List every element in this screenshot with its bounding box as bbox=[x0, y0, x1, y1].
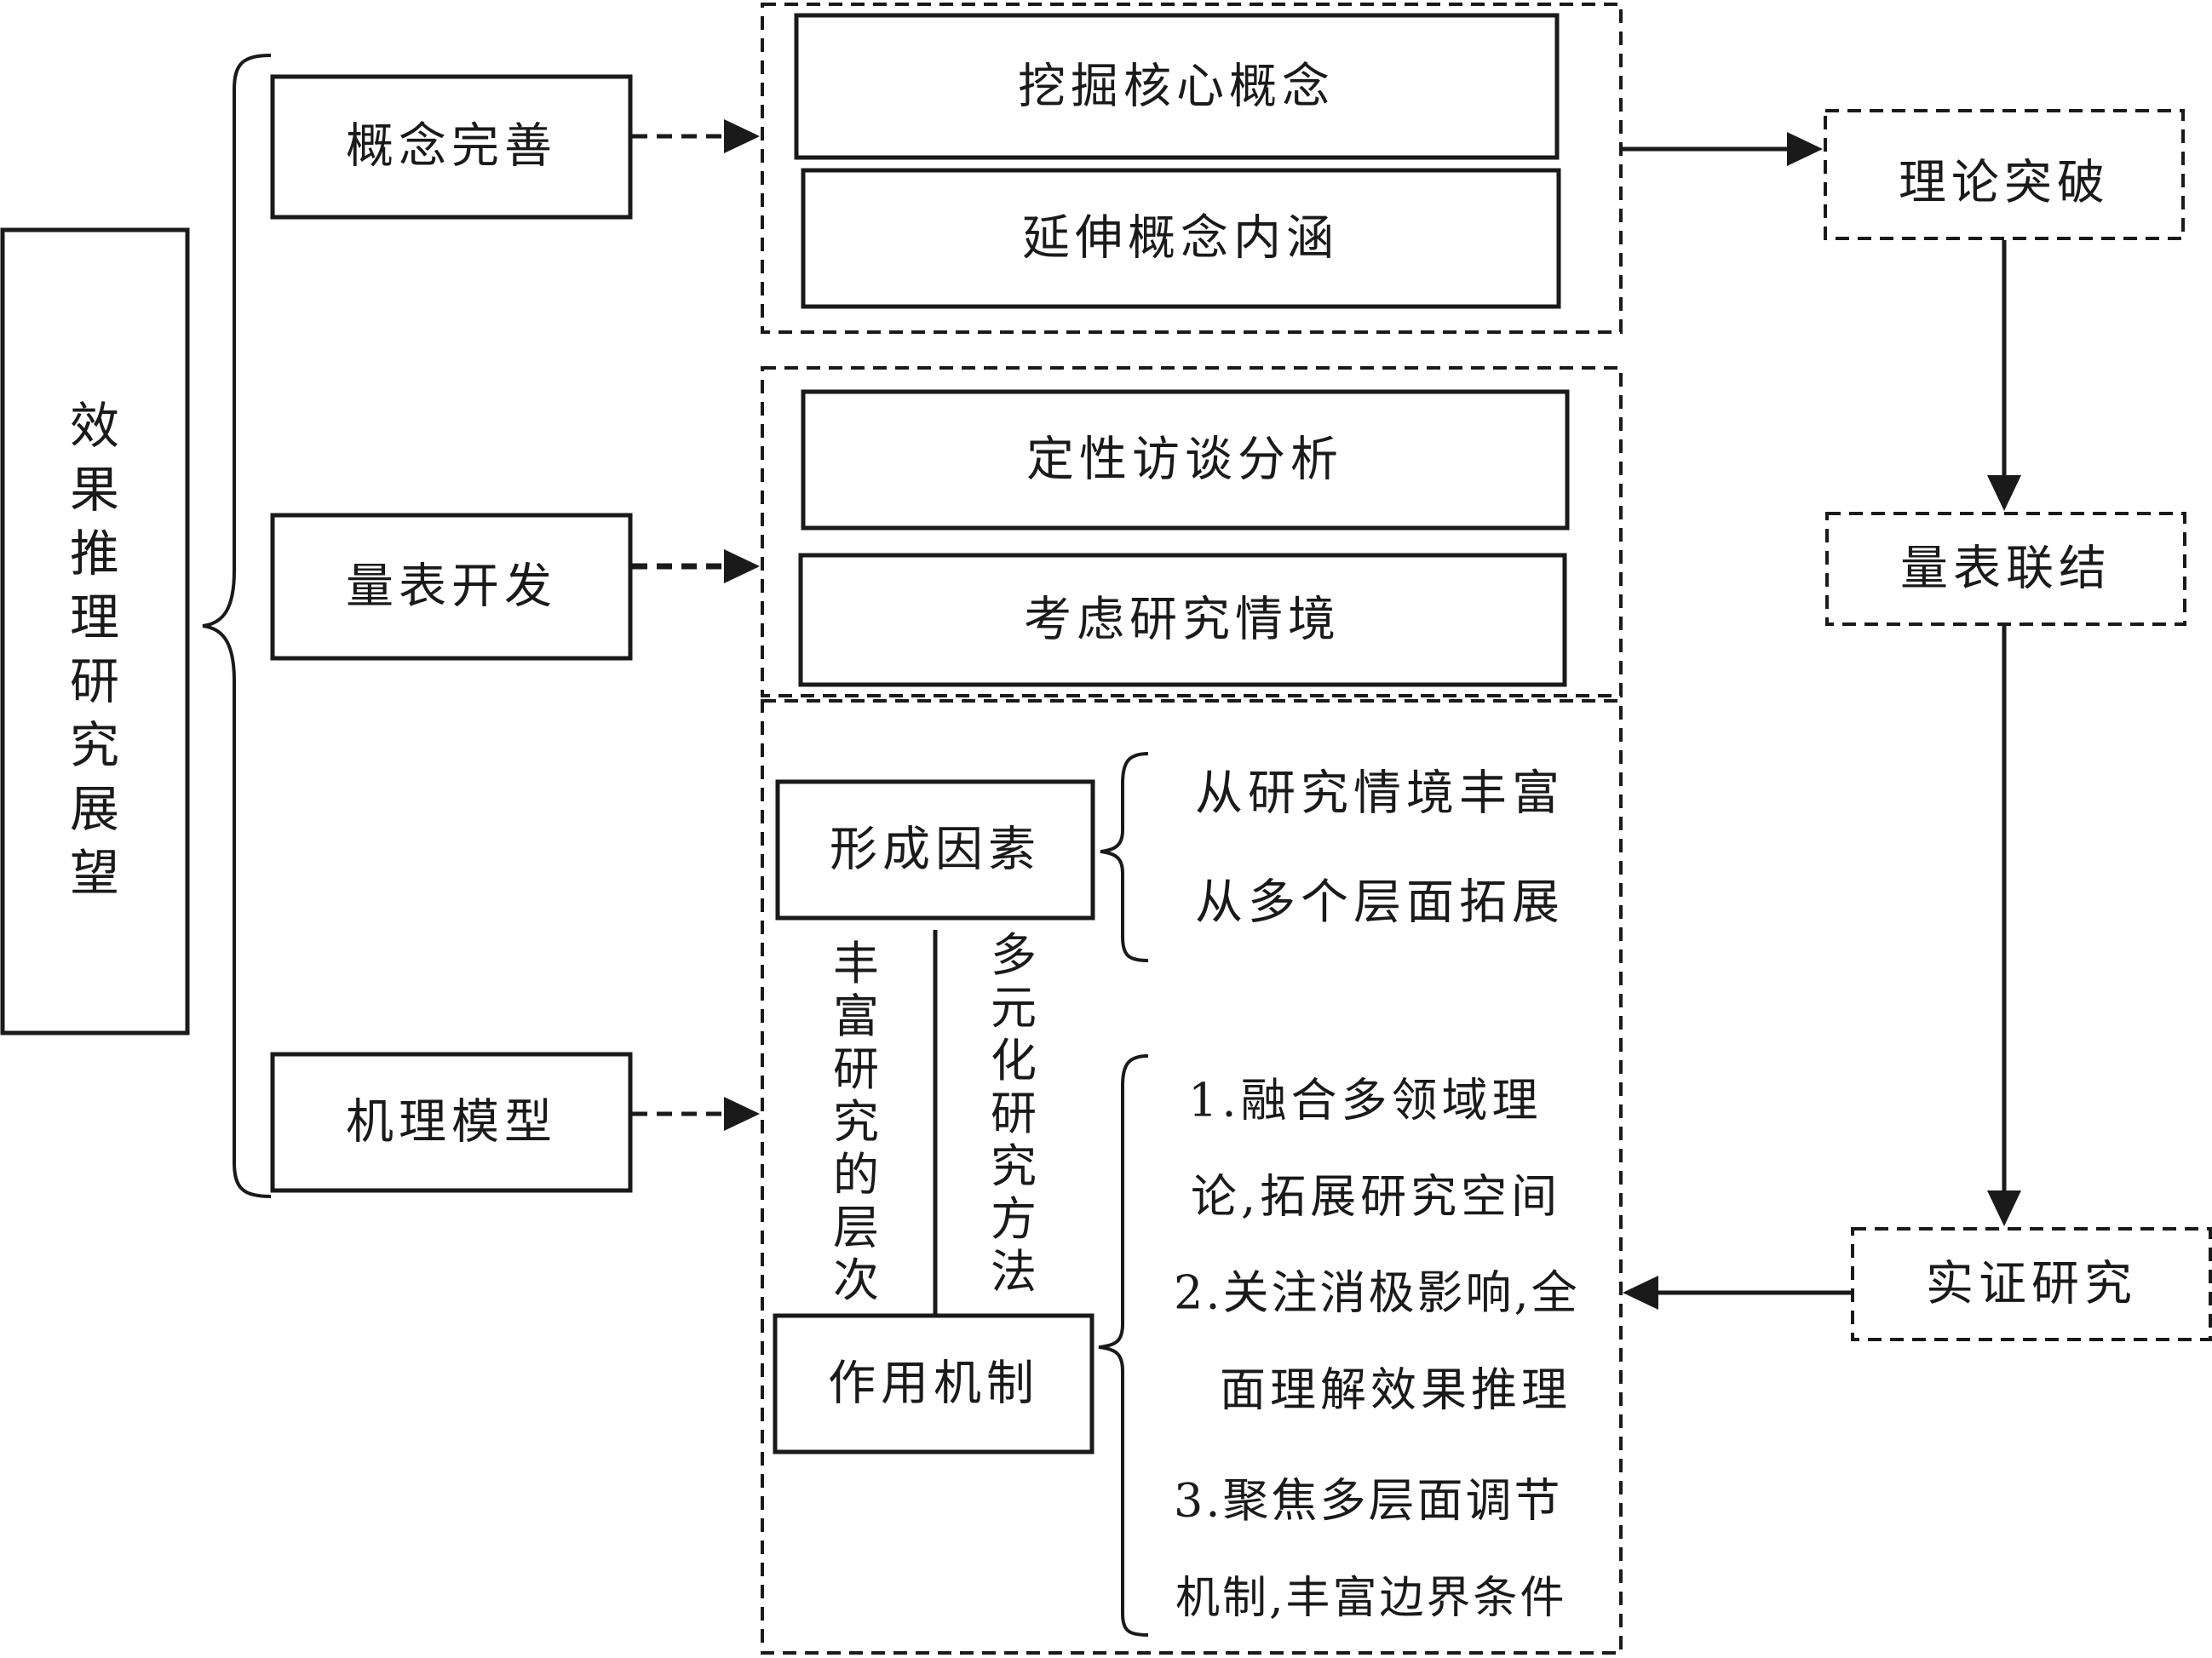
empirical-label: 实证研究 bbox=[1926, 1257, 2137, 1312]
scale-item-1-label: 定性访谈分析 bbox=[1026, 433, 1343, 488]
theory-node: 理论突破 bbox=[1824, 109, 2185, 240]
arrow-mechanism-to-group bbox=[632, 1097, 760, 1131]
branch-mechanism: 机理模型 bbox=[270, 1052, 633, 1193]
formation-note-2: 从多个层面拓展 bbox=[1195, 875, 1565, 931]
function-note-3: 2.关注消极影响,全 bbox=[1174, 1266, 1580, 1320]
concept-item-1: 挖掘核心概念 bbox=[794, 13, 1560, 160]
function-note-2: 论,拓展研究空间 bbox=[1191, 1170, 1561, 1224]
function-label: 作用机制 bbox=[828, 1357, 1039, 1412]
arrow-concept-to-theory bbox=[1623, 132, 1823, 166]
function-note-6: 机制,丰富边界条件 bbox=[1175, 1573, 1567, 1624]
concept-item-2: 延伸概念内涵 bbox=[801, 168, 1561, 309]
right-vertical-text: 多元化研究方法 bbox=[991, 928, 1037, 1299]
branch-scale-label: 量表开发 bbox=[346, 559, 557, 615]
branch-concept-label: 概念完善 bbox=[346, 119, 557, 175]
scale-group-frame bbox=[761, 366, 1623, 697]
concept-item-1-label: 挖掘核心概念 bbox=[1018, 60, 1335, 115]
concept-group-frame bbox=[761, 3, 1623, 334]
branch-mechanism-label: 机理模型 bbox=[346, 1095, 557, 1150]
formation-brace bbox=[1100, 752, 1149, 962]
arrow-empirical-to-mechanism bbox=[1623, 1276, 1851, 1310]
root-brace bbox=[202, 54, 272, 1198]
arrow-concept-to-group bbox=[632, 119, 760, 153]
branch-scale: 量表开发 bbox=[270, 513, 633, 661]
concept-item-2-label: 延伸概念内涵 bbox=[1022, 211, 1339, 267]
arrow-scale-to-group bbox=[632, 549, 760, 583]
formation-note-1: 从研究情境丰富 bbox=[1195, 766, 1565, 822]
formation-node: 形成因素 bbox=[775, 779, 1095, 921]
arrow-link-to-empirical bbox=[1987, 626, 2021, 1226]
root-label: 效果推理研究展望 bbox=[70, 397, 119, 902]
scale-item-1: 定性访谈分析 bbox=[801, 389, 1570, 531]
function-note-5: 3.聚焦多层面调节 bbox=[1174, 1474, 1563, 1528]
function-brace bbox=[1098, 1054, 1149, 1637]
formation-label: 形成因素 bbox=[830, 823, 1041, 878]
empirical-node: 实证研究 bbox=[1851, 1227, 2212, 1341]
scale-item-2: 考虑研究情境 bbox=[798, 553, 1567, 687]
arrow-theory-to-link bbox=[1987, 240, 2021, 511]
mechanism-group-frame bbox=[761, 699, 1623, 1655]
scale-item-2-label: 考虑研究情境 bbox=[1024, 593, 1341, 648]
theory-label: 理论突破 bbox=[1899, 156, 2110, 211]
function-note-4: 面理解效果推理 bbox=[1220, 1363, 1571, 1417]
function-node: 作用机制 bbox=[773, 1313, 1095, 1454]
branch-concept: 概念完善 bbox=[270, 74, 633, 220]
left-vertical-text: 丰富研究的层次 bbox=[833, 937, 879, 1307]
function-note-1: 1.融合多领域理 bbox=[1188, 1074, 1543, 1127]
link-label: 量表联结 bbox=[1900, 542, 2111, 597]
link-node: 量表联结 bbox=[1825, 512, 2186, 626]
root-node: 效果推理研究展望 bbox=[0, 227, 190, 1036]
